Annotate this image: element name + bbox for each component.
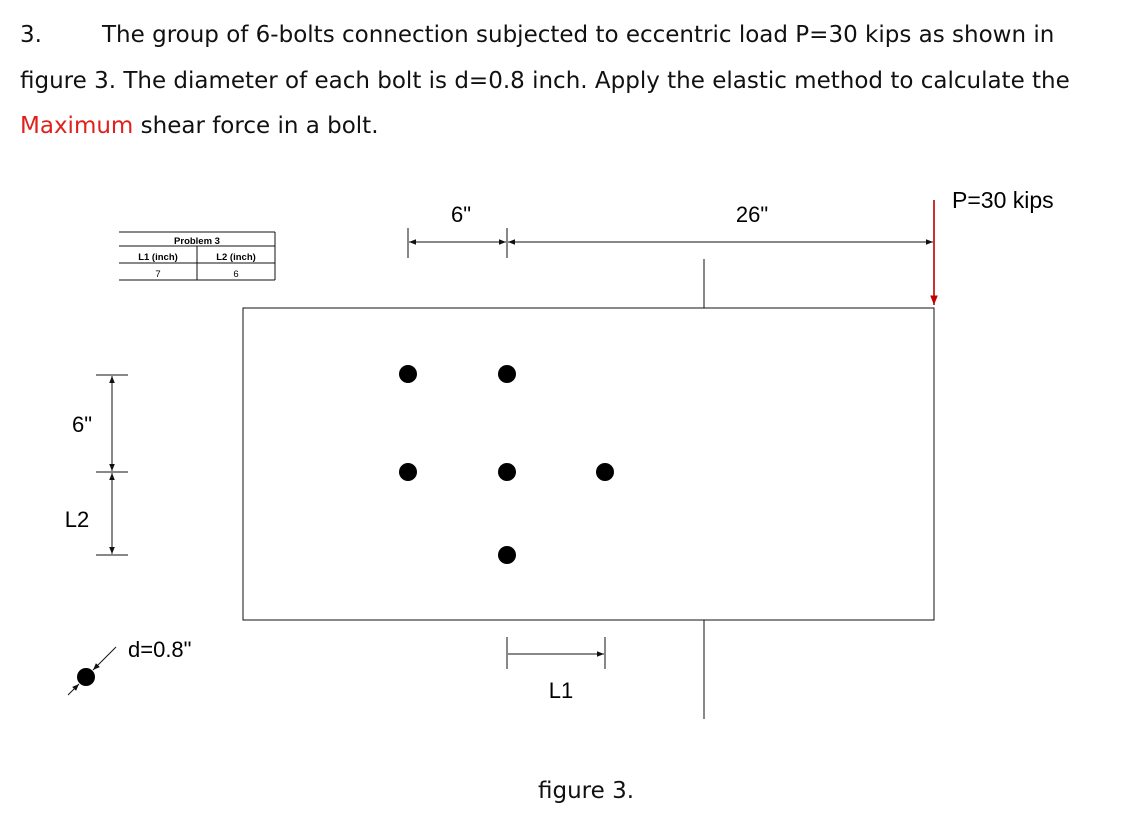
load-label: P=30 kips xyxy=(952,187,1054,213)
bolt xyxy=(399,463,417,481)
bolt xyxy=(399,365,417,383)
dimension-top-26in: 26" xyxy=(508,202,933,245)
connection-plate xyxy=(242,307,935,621)
bolt xyxy=(498,463,516,481)
problem-text-line-3: shear force in a bolt. xyxy=(133,113,379,139)
table-header-l1: L1 (inch) xyxy=(138,252,178,263)
bolt-diameter-label: d=0.8" xyxy=(128,637,191,662)
bolt-detail xyxy=(77,668,95,686)
table-value-l1: 7 xyxy=(155,269,160,280)
dimension-label-26in: 26" xyxy=(736,202,768,227)
dimension-bottom-l1: L1 xyxy=(506,637,606,703)
problem-line-1: 3. The group of 6-bolts connection subjec… xyxy=(20,12,1120,58)
problem-table: Problem 3 L1 (inch) L2 (inch) 7 6 xyxy=(119,231,276,281)
dimension-label-l1: L1 xyxy=(549,678,573,703)
problem-line-2: figure 3. The diameter of each bolt is d… xyxy=(20,58,1120,104)
dimension-label-l2: L2 xyxy=(65,507,89,532)
table-header-l2: L2 (inch) xyxy=(216,252,256,263)
figure-caption: figure 3. xyxy=(538,778,635,804)
bolt xyxy=(498,546,516,564)
dimension-label-6in-top: 6" xyxy=(451,202,471,227)
table-title: Problem 3 xyxy=(174,236,220,247)
table-value-l2: 6 xyxy=(233,269,238,280)
dimension-label-6in-left: 6" xyxy=(72,412,92,437)
maximum-highlight: Maximum xyxy=(20,113,134,139)
problem-text-line-1: The group of 6-bolts connection subjecte… xyxy=(102,22,1055,48)
dimension-top-6in: 6" xyxy=(407,202,508,258)
problem-text-line-2: figure 3. The diameter of each bolt is d… xyxy=(20,68,1070,94)
problem-line-3: Maximum shear force in a bolt. xyxy=(20,103,1120,149)
bolt xyxy=(596,463,614,481)
bolt xyxy=(498,365,516,383)
bolt-diameter-detail: d=0.8" xyxy=(67,637,191,696)
dimension-left: 6" L2 xyxy=(65,374,128,556)
load-arrow: P=30 kips xyxy=(930,187,1054,305)
problem-number: 3. xyxy=(20,22,42,48)
